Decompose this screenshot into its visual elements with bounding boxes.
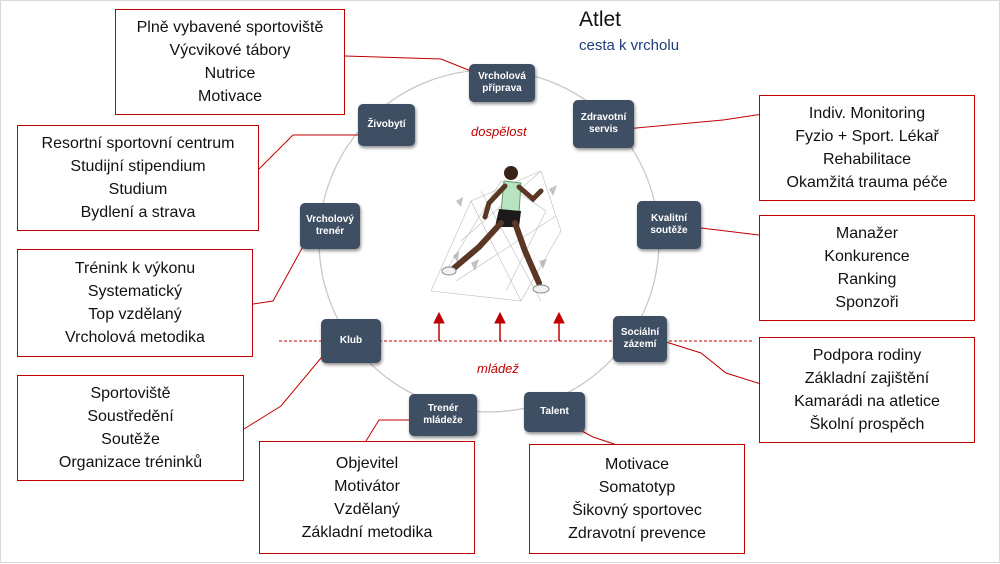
- box-item: Šikovný sportovec: [572, 502, 702, 519]
- box-item: Indiv. Monitoring: [808, 105, 926, 122]
- connector-top-coach: [252, 240, 307, 305]
- box-youth-coach: Objevitel Motivátor Vzdělaný Základní me…: [259, 441, 475, 554]
- box-item: Rehabilitace: [822, 151, 912, 168]
- box-item: Konkurence: [824, 248, 910, 265]
- box-item: Resortní sportovní centrum: [41, 135, 235, 152]
- connector-health: [613, 113, 764, 131]
- box-item: Výcvikové tábory: [169, 42, 291, 59]
- box-top-coach: Trénink k výkonu Systematický Top vzděla…: [17, 249, 253, 357]
- box-item: Top vzdělaný: [88, 306, 182, 323]
- box-item: Plně vybavené sportoviště: [136, 19, 324, 36]
- node-trener-mladeze: Trenér mládeže: [409, 394, 477, 436]
- box-item: Ranking: [837, 271, 897, 288]
- connector-club: [243, 345, 332, 430]
- box-item: Soustředění: [87, 408, 174, 425]
- connector-youth-coach: [365, 419, 416, 442]
- box-talent: Motivace Somatotyp Šikovný sportovec Zdr…: [529, 444, 745, 554]
- box-item: Motivace: [197, 88, 263, 105]
- box-facilities: Plně vybavené sportoviště Výcvikové tábo…: [115, 9, 345, 115]
- box-item: Motivátor: [334, 477, 400, 495]
- box-item: Sponzoři: [835, 294, 899, 311]
- connector-competition: [700, 227, 760, 236]
- box-item: Základní metodika: [301, 523, 433, 541]
- phase-label-adult: dospělost: [471, 124, 527, 139]
- up-arrow-icon: [494, 311, 506, 341]
- box-item: Systematický: [87, 283, 183, 300]
- box-item: Základní zajištění: [804, 370, 930, 387]
- diagram-title: Atlet: [579, 8, 622, 31]
- box-item: Somatotyp: [598, 479, 676, 496]
- node-talent: Talent: [524, 392, 585, 432]
- box-item: Studijní stipendium: [70, 158, 206, 175]
- connector-social: [662, 340, 762, 385]
- up-arrow-icon: [553, 311, 565, 341]
- box-item: Bydlení a strava: [80, 204, 196, 221]
- running-athlete-illustration: [430, 166, 562, 302]
- box-item: Sportoviště: [90, 385, 171, 402]
- box-competition: Manažer Konkurence Ranking Sponzoři: [759, 215, 975, 321]
- phase-label-youth: mládež: [477, 361, 519, 376]
- node-zivobyti: Živobytí: [358, 104, 415, 146]
- box-item: Okamžitá trauma péče: [786, 174, 948, 191]
- box-item: Objevitel: [335, 454, 399, 472]
- box-item: Studium: [108, 181, 168, 198]
- box-item: Nutrice: [204, 65, 256, 82]
- box-item: Zdravotní prevence: [568, 525, 706, 542]
- box-item: Podpora rodiny: [812, 347, 922, 364]
- box-item: Organizace tréninků: [58, 454, 203, 471]
- node-zdravotni-servis: Zdravotní servis: [573, 100, 634, 148]
- connector-facilities: [344, 55, 472, 72]
- box-item: Školní prospěch: [809, 416, 925, 433]
- box-item: Trénink k výkonu: [74, 260, 196, 277]
- box-item: Vzdělaný: [334, 500, 400, 518]
- diagram-subtitle: cesta k vrcholu: [579, 37, 680, 54]
- node-kvalitni-souteze: Kvalitní soutěže: [637, 201, 701, 249]
- box-item: Manažer: [835, 225, 899, 242]
- box-club: Sportoviště Soustředění Soutěže Organiza…: [17, 375, 244, 481]
- box-item: Motivace: [604, 456, 670, 473]
- node-vrcholova-priprava: Vrcholová příprava: [469, 64, 535, 102]
- node-vrcholovy-trener: Vrcholový trenér: [300, 203, 360, 249]
- box-social: Podpora rodiny Základní zajištění Kamará…: [759, 337, 975, 443]
- up-arrow-icon: [433, 311, 445, 341]
- box-item: Kamarádi na atletice: [794, 393, 940, 410]
- box-item: Vrcholová metodika: [65, 329, 205, 346]
- node-socialni-zazemi: Sociální zázemí: [613, 316, 667, 362]
- node-klub: Klub: [321, 319, 381, 363]
- box-living: Resortní sportovní centrum Studijní stip…: [17, 125, 259, 231]
- connector-living: [258, 134, 358, 170]
- box-item: Soutěže: [101, 431, 160, 448]
- box-health: Indiv. Monitoring Fyzio + Sport. Lékař R…: [759, 95, 975, 201]
- box-item: Fyzio + Sport. Lékař: [795, 128, 939, 145]
